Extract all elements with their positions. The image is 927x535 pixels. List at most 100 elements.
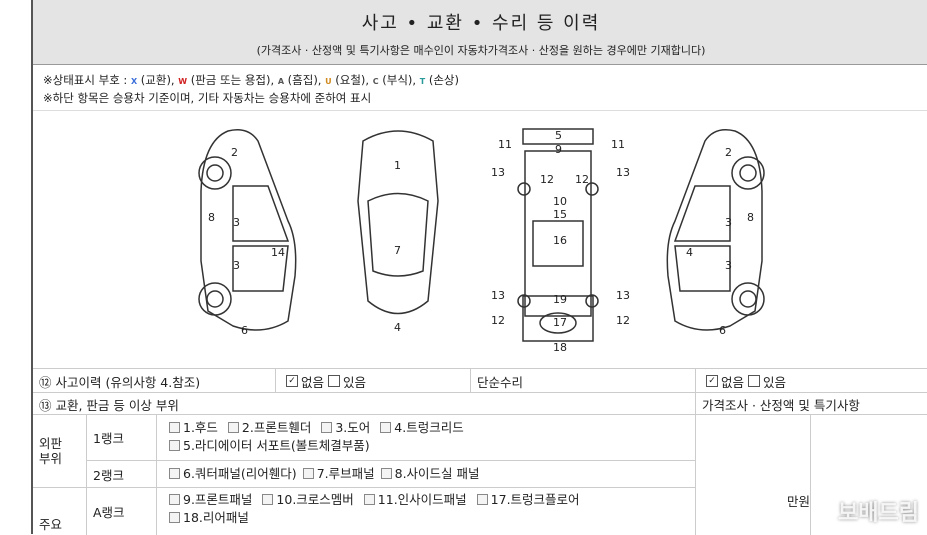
legend: ※상태표시 부호 : X (교환), W (판금 또는 용접), A (흠집),… — [43, 72, 459, 107]
simple-repair-label: 단순수리 — [471, 369, 696, 393]
legend-symbol-label: (교환), — [137, 73, 179, 87]
header: 사고 • 교환 • 수리 등 이력 (가격조사 · 산정액 및 특기사항은 매수… — [33, 0, 927, 65]
legend-note: ※하단 항목은 승용차 기준이며, 기타 자동차는 승용차에 준하여 표시 — [43, 91, 372, 105]
legend-symbol-label: (판금 또는 용접), — [187, 73, 278, 87]
legend-symbol-label: (부식), — [378, 73, 420, 87]
accident-options: ✓없음 있음 — [276, 369, 471, 393]
main-frame-label: 주요 — [33, 488, 87, 535]
part-label: 18.리어패널 — [183, 510, 249, 525]
legend-symbol-label: (손상) — [425, 73, 459, 87]
part-label: 17.트렁크플로어 — [490, 492, 580, 507]
diagram-part-number: 1 — [394, 159, 401, 172]
diagram-part-number: 13 — [491, 289, 505, 302]
part-label: 8.사이드실 패널 — [394, 466, 480, 481]
part-checkbox[interactable] — [227, 422, 239, 433]
diagram-part-number: 12 — [575, 173, 589, 186]
part-checkbox[interactable] — [476, 494, 488, 505]
part-checkbox[interactable] — [302, 468, 314, 479]
part-checkbox-item[interactable]: 11.인사이드패널 — [358, 492, 471, 507]
legend-symbol-label: (흠집), — [284, 73, 326, 87]
parts-table: 외판 부위 주요 1랭크 2랭크 A랭크 1.후드 2.프론트휀더 3.도어 4… — [33, 414, 927, 535]
part-checkbox-item[interactable]: 9.프론트패널 — [163, 492, 256, 507]
part-label: 7.루브패널 — [316, 466, 375, 481]
diagram-part-number: 12 — [540, 173, 554, 186]
price-unit: 만원 — [696, 415, 811, 535]
diagram-part-number: 16 — [553, 234, 567, 247]
part-checkbox-item[interactable]: 4.트렁크리드 — [374, 420, 464, 435]
part-checkbox-item[interactable]: 5.라디에이터 서포트(볼트체결부품) — [163, 438, 370, 453]
watermark: 보배드림 — [838, 501, 919, 526]
diagram-part-number: 13 — [616, 166, 630, 179]
part-checkbox[interactable] — [169, 440, 180, 451]
page-subtitle: (가격조사 · 산정액 및 특기사항은 매수인이 자동차가격조사 · 산정을 원… — [256, 44, 706, 57]
diagram-part-number: 8 — [208, 211, 215, 224]
part-checkbox[interactable] — [321, 422, 333, 433]
part-checkbox-item[interactable]: 10.크로스멤버 — [256, 492, 357, 507]
simple-exists-checkbox[interactable] — [748, 375, 761, 387]
rank1-items: 1.후드 2.프론트휀더 3.도어 4.트렁크리드 5.라디에이터 서포트(볼트… — [157, 415, 696, 461]
accident-history-row: ⑫ 사고이력 (유의사항 4.참조) ✓없음 있음 단순수리 ✓없음 있음 — [33, 368, 927, 393]
part-checkbox-item[interactable]: 6.쿼터패널(리어휀다) — [163, 465, 297, 483]
part-checkbox-item[interactable]: 7.루브패널 — [297, 465, 375, 483]
simple-none-checkbox[interactable]: ✓ — [706, 375, 718, 387]
diagram-part-number: 13 — [616, 289, 630, 302]
accident-exists-checkbox[interactable] — [328, 375, 341, 387]
part-checkbox[interactable] — [262, 494, 274, 505]
part-checkbox-item[interactable]: 2.프론트휀더 — [222, 420, 315, 435]
diagram-part-number: 3 — [725, 216, 732, 229]
diagram-part-number: 2 — [231, 146, 238, 159]
accident-none-checkbox[interactable]: ✓ — [286, 375, 298, 387]
accident-history-form: 사고 • 교환 • 수리 등 이력 (가격조사 · 산정액 및 특기사항은 매수… — [31, 0, 927, 535]
part-checkbox[interactable] — [169, 512, 180, 523]
part-checkbox-item[interactable]: 18.리어패널 — [163, 510, 249, 525]
diagram-part-number: 18 — [553, 341, 567, 354]
legend-symbol: U — [325, 77, 332, 86]
diagram-part-number: 11 — [611, 138, 625, 151]
diagram-part-number: 2 — [725, 146, 732, 159]
diagram-part-number: 3 — [725, 259, 732, 272]
legend-symbol: C — [372, 77, 379, 86]
parts-label: ⑬ 교환, 판금 등 이상 부위 — [33, 393, 696, 415]
diagram-part-number: 17 — [553, 316, 567, 329]
diagram-part-number: 3 — [233, 259, 240, 272]
diagram-part-number: 6 — [241, 324, 248, 337]
simple-none-label: 없음 — [721, 374, 745, 390]
rankA-label: A랭크 — [87, 488, 157, 535]
part-checkbox-item[interactable]: 8.사이드실 패널 — [375, 465, 480, 483]
page-title: 사고 • 교환 • 수리 등 이력 — [361, 13, 601, 34]
legend-symbol: W — [178, 77, 188, 86]
part-checkbox[interactable] — [169, 468, 180, 479]
rank1-label: 1랭크 — [87, 415, 157, 461]
outer-panel-label: 외판 부위 — [33, 415, 87, 488]
part-label: 9.프론트패널 — [183, 492, 253, 507]
accident-none-label: 없음 — [301, 374, 325, 390]
part-checkbox[interactable] — [169, 494, 180, 505]
part-label: 5.라디에이터 서포트(볼트체결부품) — [183, 438, 370, 453]
part-checkbox-item[interactable]: 17.트렁크플로어 — [471, 492, 580, 507]
rank2-label: 2랭크 — [87, 461, 157, 488]
part-label: 3.도어 — [335, 420, 371, 435]
rankA-items: 9.프론트패널 10.크로스멤버 11.인사이드패널 17.트렁크플로어 18.… — [157, 488, 696, 535]
price-label: 가격조사 · 산정액 및 특기사항 — [702, 397, 860, 413]
part-checkbox-item[interactable]: 1.후드 — [163, 420, 222, 435]
part-checkbox[interactable] — [380, 468, 392, 479]
diagram-part-number: 6 — [719, 324, 726, 337]
part-checkbox[interactable] — [380, 422, 392, 433]
diagram-part-number: 8 — [747, 211, 754, 224]
diagram-part-number: 7 — [394, 244, 401, 257]
diagram-part-number: 4 — [394, 321, 401, 334]
diagram-part-number: 3 — [233, 216, 240, 229]
part-checkbox-item[interactable]: 3.도어 — [315, 420, 374, 435]
part-checkbox[interactable] — [169, 422, 180, 433]
diagram-part-number: 15 — [553, 208, 567, 221]
accident-exists-label: 있음 — [343, 374, 367, 390]
diagram-part-number: 11 — [498, 138, 512, 151]
legend-symbol-label: (요철), — [331, 73, 373, 87]
legend-prefix: ※상태표시 부호 : — [43, 73, 131, 87]
part-checkbox[interactable] — [363, 494, 375, 505]
diagram-part-number: 12 — [491, 314, 505, 327]
legend-symbol: A — [277, 77, 285, 86]
diagram-part-number: 10 — [553, 195, 567, 208]
